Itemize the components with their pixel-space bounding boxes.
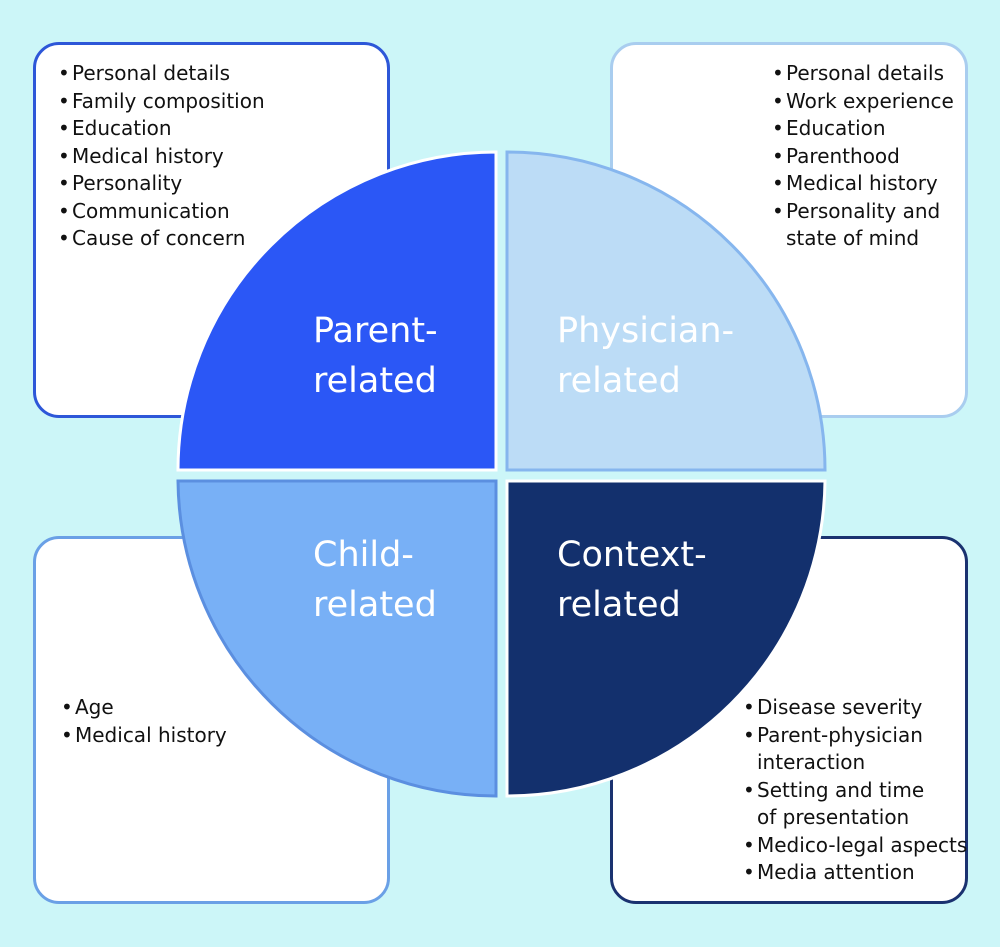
list-item: Personality [58, 170, 265, 198]
list-item: Parenthood [772, 143, 962, 171]
list-item: Disease severity [743, 694, 968, 722]
list-item: Education [58, 115, 265, 143]
parent-related-list: Personal detailsFamily compositionEducat… [58, 60, 265, 253]
context-quadrant [505, 479, 827, 798]
list-item: Age [61, 694, 227, 722]
list-item: Work experience [772, 88, 962, 116]
list-item: Personal details [772, 60, 962, 88]
physician-related-list: Personal detailsWork experienceEducation… [772, 60, 962, 253]
child-related-list: AgeMedical history [61, 694, 227, 749]
context-label-line-2: related [557, 585, 681, 625]
list-item: Medico-legal aspects [743, 832, 968, 860]
child-label-line-2: related [313, 585, 437, 625]
child-quadrant [176, 479, 498, 798]
physician-label-line-1: Physician- [557, 311, 735, 351]
list-item: Medical history [58, 143, 265, 171]
child-related-label: Child- related [313, 530, 437, 630]
physician-quadrant [505, 150, 827, 472]
list-item: Communication [58, 198, 265, 226]
context-related-label: Context- related [557, 530, 707, 630]
parent-related-label: Parent- related [313, 306, 438, 406]
list-item: Medical history [772, 170, 962, 198]
list-item: Education [772, 115, 962, 143]
physician-label-line-2: related [557, 361, 681, 401]
list-item: Personality and state of mind [772, 198, 962, 253]
parent-label-line-1: Parent- [313, 311, 438, 351]
list-item: Medical history [61, 722, 227, 750]
parent-quadrant [176, 150, 498, 472]
list-item: Media attention [743, 859, 968, 887]
list-item: Personal details [58, 60, 265, 88]
list-item: Parent-physician interaction [743, 722, 968, 777]
child-label-line-1: Child- [313, 535, 414, 575]
context-related-list: Disease severityParent-physician interac… [743, 694, 968, 887]
list-item: Setting and time of presentation [743, 777, 968, 832]
parent-label-line-2: related [313, 361, 437, 401]
list-item: Family composition [58, 88, 265, 116]
context-label-line-1: Context- [557, 535, 707, 575]
physician-related-label: Physician- related [557, 306, 734, 406]
list-item: Cause of concern [58, 225, 265, 253]
